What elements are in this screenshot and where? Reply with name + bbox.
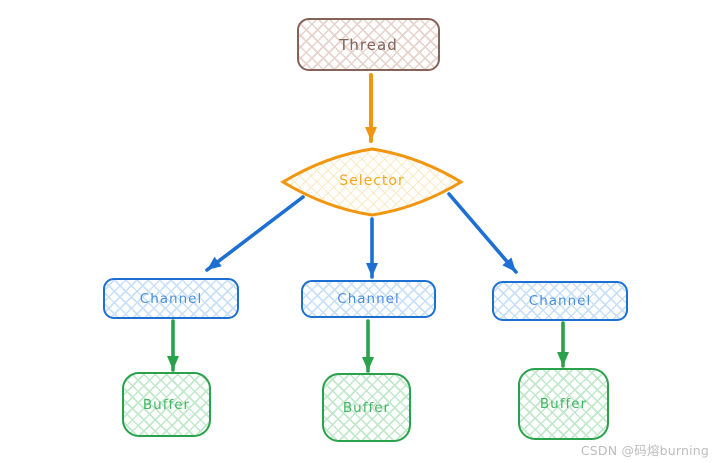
node-channel-right-label: Channel xyxy=(528,293,592,309)
node-buffer-middle-label: Buffer xyxy=(342,399,391,416)
edge-selector-to-channel-right xyxy=(447,192,518,274)
node-buffer-left-label: Buffer xyxy=(142,396,191,413)
node-channel-middle-label: Channel xyxy=(337,291,400,307)
node-channel-right: Channel xyxy=(492,281,628,321)
watermark: CSDN @码熔burning xyxy=(580,443,709,458)
node-channel-middle: Channel xyxy=(301,280,436,318)
node-buffer-right: Buffer xyxy=(518,368,609,440)
node-buffer-left: Buffer xyxy=(122,372,211,437)
node-buffer-middle: Buffer xyxy=(322,373,411,442)
node-thread-label: Thread xyxy=(339,35,398,54)
edge-selector-to-channel-left xyxy=(205,195,305,272)
node-channel-left: Channel xyxy=(103,278,239,319)
node-thread: Thread xyxy=(297,18,440,71)
node-selector-label: Selector xyxy=(339,173,405,189)
selector-diamond-shape xyxy=(280,147,464,217)
node-channel-left-label: Channel xyxy=(139,290,203,307)
node-buffer-right-label: Buffer xyxy=(539,396,588,412)
